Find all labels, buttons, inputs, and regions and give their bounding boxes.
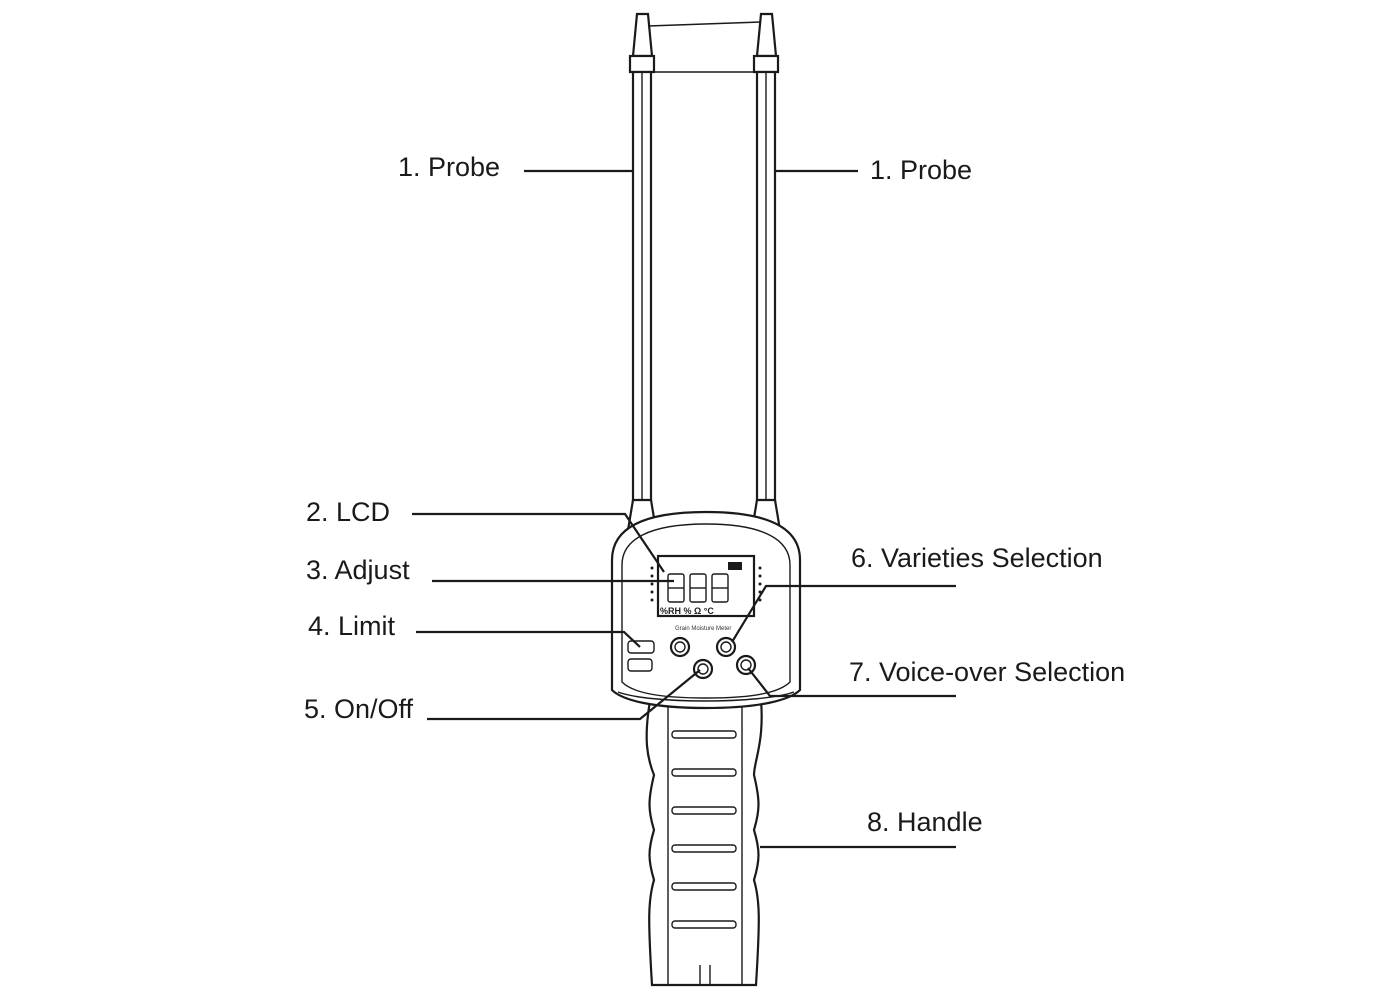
- label-limit: 4. Limit: [308, 611, 396, 641]
- leader-varieties: [731, 584, 956, 643]
- device-brand-label: Grain Moisture Meter: [675, 626, 731, 632]
- label-lcd: 2. LCD: [306, 497, 391, 527]
- handle-body: [645, 688, 763, 987]
- leader-onoff: [427, 669, 701, 721]
- adjust-button: [669, 636, 691, 658]
- lcd-side-indicators: [650, 566, 762, 602]
- battery-icon: [728, 562, 742, 570]
- label-varieties: 6. Varieties Selection: [851, 543, 1103, 573]
- leader-lcd: [412, 512, 665, 573]
- label-adjust: 3. Adjust: [306, 555, 410, 585]
- lcd-units-text: %RH % Ω °C: [660, 606, 714, 616]
- leader-voiceover: [747, 667, 956, 698]
- label-probe-right: 1. Probe: [870, 155, 973, 185]
- probe-right: [750, 12, 782, 532]
- handle-grip-ridges: [671, 730, 737, 929]
- label-onoff: 5. On/Off: [304, 694, 414, 724]
- label-voiceover: 7. Voice-over Selection: [849, 657, 1126, 687]
- varieties-button: [715, 636, 737, 658]
- probe-left: [626, 12, 658, 532]
- onoff-button: [692, 658, 714, 680]
- voiceover-button: [735, 654, 757, 676]
- label-probe-left: 1. Probe: [398, 152, 501, 182]
- limit-button: [627, 640, 655, 672]
- lcd-digits: [667, 573, 729, 603]
- lcd-screen: %RH % Ω °C: [650, 554, 762, 618]
- leader-limit: [416, 630, 641, 648]
- probe-gap-line-top: [647, 21, 762, 27]
- label-handle: 8. Handle: [867, 807, 983, 837]
